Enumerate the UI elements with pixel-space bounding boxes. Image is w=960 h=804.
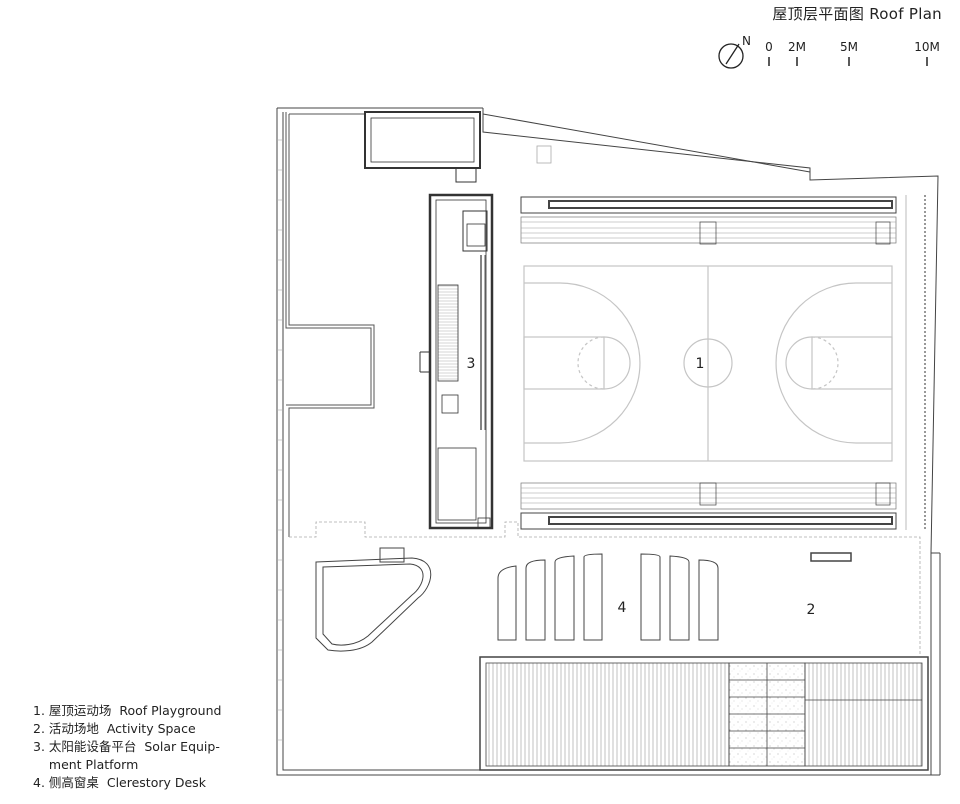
legend: 1. 屋顶运动场 Roof Playground 2. 活动场地 Activit… — [33, 702, 221, 792]
scale-tick-0-label: 0 — [765, 40, 773, 54]
north-arrow-icon: N — [718, 34, 751, 69]
scale-tick-10m-label: 10M — [914, 40, 940, 54]
scale-tick-5m-label: 5M — [840, 40, 858, 54]
legend-item-3-cont: ment Platform — [33, 757, 139, 772]
north-label: N — [742, 34, 751, 48]
legend-item-2: 2. 活动场地 Activity Space — [33, 721, 196, 736]
drawing-title: 屋顶层平面图 Roof Plan — [772, 5, 942, 23]
label-activity-space: 2 — [806, 602, 816, 618]
label-clerestory-desk: 4 — [617, 600, 627, 616]
label-solar-platform: 3 — [466, 356, 476, 372]
wall-texture-left — [277, 139, 283, 741]
court-bleachers — [520, 195, 926, 530]
left-terrace — [285, 112, 375, 537]
legend-item-4: 4. 侧高窗桌 Clerestory Desk — [33, 775, 206, 790]
curved-planter — [315, 547, 432, 652]
legend-item-3: 3. 太阳能设备平台 Solar Equip- — [33, 739, 220, 754]
clerestory-desks — [497, 553, 719, 641]
bottom-roof-panels — [479, 656, 929, 771]
rooftop-box — [364, 111, 552, 183]
solar-platform — [419, 193, 494, 530]
scale-bar — [768, 57, 928, 66]
bench — [810, 552, 852, 562]
label-roof-playground: 1 — [695, 356, 705, 372]
scale-tick-2m-label: 2M — [788, 40, 806, 54]
activity-boundary — [289, 521, 921, 655]
legend-item-1: 1. 屋顶运动场 Roof Playground — [33, 703, 222, 718]
basketball-court — [523, 265, 893, 462]
